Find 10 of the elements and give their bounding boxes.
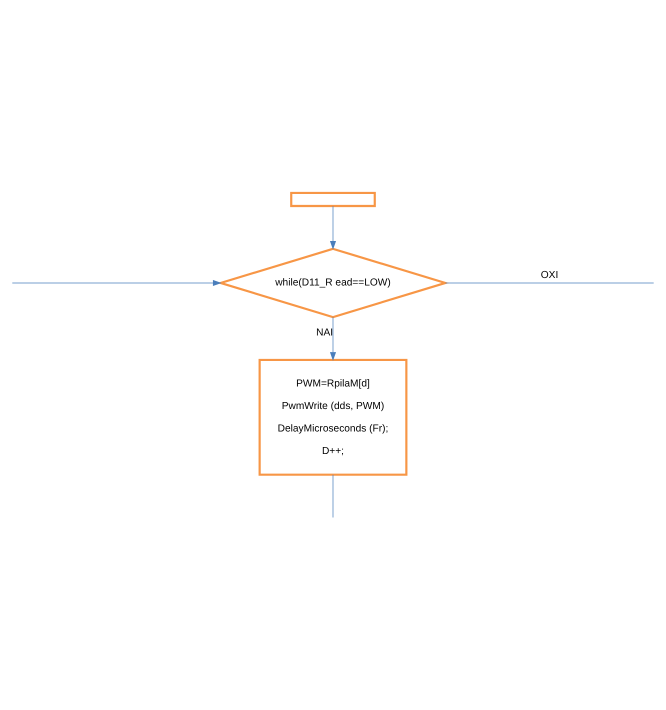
edge-label: NAI — [316, 327, 334, 338]
node-box — [290, 191, 376, 207]
edge-label: OXI — [540, 270, 558, 281]
node-box: PWM=RpilaM[d] PwmWrite (dds, PWM) DelayMicroseconds (Fr); D++; — [258, 358, 408, 476]
arrow — [12, 279, 222, 286]
node-diamond: while(D11_R ead==LOW) — [216, 247, 450, 318]
arrow — [330, 316, 336, 360]
arrow — [330, 205, 336, 250]
connector — [332, 474, 334, 518]
connector — [445, 282, 654, 283]
